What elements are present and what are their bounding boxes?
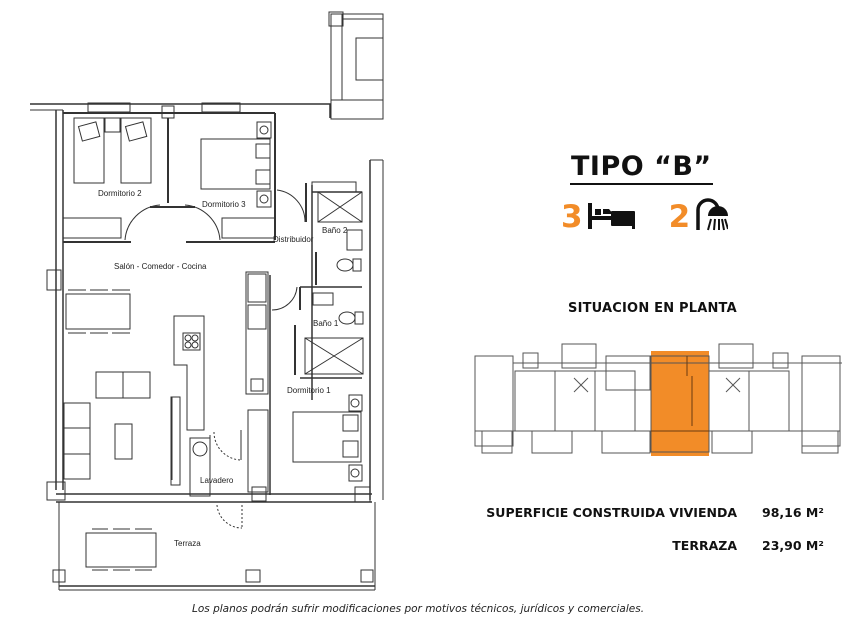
room-label-dormitorio-2: Dormitorio 2 (98, 189, 142, 198)
room-counts: 3 2 (561, 198, 730, 236)
apartment-floor-plan: Dormitorio 2 Dormitorio 3 Distribuidor B… (30, 11, 384, 591)
location-title: SITUACION EN PLANTA (568, 301, 737, 316)
room-label-bano-2: Baño 2 (322, 226, 348, 235)
room-label-lavadero: Lavadero (200, 476, 234, 485)
bedroom-count: 3 (561, 199, 583, 235)
unit-highlight (651, 351, 709, 456)
bed-icon (587, 200, 639, 234)
area-value: 23,90 M² (762, 538, 824, 553)
building-location-plan (474, 343, 842, 456)
room-label-dormitorio-3: Dormitorio 3 (202, 200, 246, 209)
shower-icon (694, 198, 730, 236)
area-label: SUPERFICIE CONSTRUIDA VIVIENDA (486, 505, 737, 520)
room-label-salon-comedor-cocina: Salón - Comedor - Cocina (114, 262, 207, 271)
disclaimer: Los planos podrán sufrir modificaciones … (192, 603, 645, 615)
room-label-terraza: Terraza (174, 539, 201, 548)
bathroom-count: 2 (668, 199, 691, 235)
area-label: TERRAZA (672, 538, 737, 553)
room-label-dormitorio-1: Dormitorio 1 (287, 386, 331, 395)
unit-type-title: TIPO “B” (570, 152, 713, 185)
room-label-distribuidor: Distribuidor (273, 235, 314, 244)
area-value: 98,16 M² (762, 505, 824, 520)
room-label-bano-1: Baño 1 (313, 319, 339, 328)
